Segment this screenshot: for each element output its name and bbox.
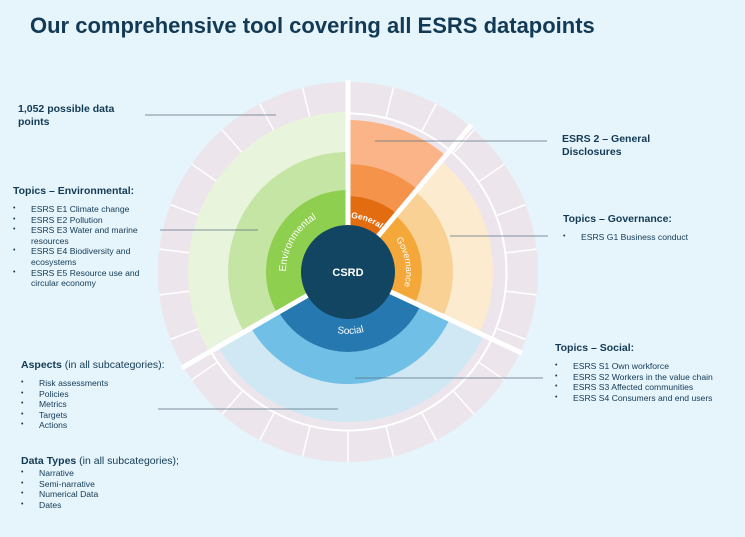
- outer-ring-cell-divider: [504, 290, 537, 296]
- outer-ring-cell-divider: [191, 361, 219, 381]
- datatypes-heading-bold: Data Types: [21, 455, 77, 467]
- social-segment-label: Social: [337, 324, 365, 337]
- outer-ring-cell-divider: [504, 248, 537, 254]
- outer-ring-cell-divider: [301, 87, 311, 119]
- governance-heading: Topics – Governance:: [563, 213, 672, 225]
- outer-ring-cell-divider: [159, 290, 192, 296]
- governance-middle-band: [395, 191, 453, 317]
- outer-ring-cell-divider: [420, 103, 437, 133]
- general-outer-band: [348, 120, 446, 190]
- list-item: ESRS E3 Water and marine resources: [13, 225, 158, 246]
- social-inner-band: [278, 288, 421, 352]
- segment-divider: [371, 123, 474, 243]
- datatypes-section: Data Types (in all subcategories); Narra…: [21, 455, 231, 510]
- general-middle-band: [348, 164, 418, 214]
- general-disclosures-label: ESRS 2 – General Disclosures: [562, 133, 692, 159]
- list-item: ESRS E5 Resource use and circular econom…: [13, 268, 158, 289]
- list-item: ESRS E2 Pollution: [13, 215, 158, 226]
- governance-outer-band: [415, 160, 494, 334]
- list-item: ESRS E4 Biodiversity and ecosystems: [13, 246, 158, 267]
- list-item: Risk assessments: [21, 378, 211, 389]
- datapoints-label: 1,052 possible data points: [18, 103, 148, 129]
- environmental-middle-band: [228, 152, 348, 332]
- list-item: ESRS G1 Business conduct: [563, 232, 733, 243]
- list-item: Narrative: [21, 468, 231, 479]
- environmental-outer-band: [188, 112, 348, 352]
- social-outer-band: [218, 319, 484, 423]
- page-title: Our comprehensive tool covering all ESRS…: [30, 13, 595, 38]
- list-item: Targets: [21, 410, 211, 421]
- segment-divider: [383, 286, 524, 356]
- general-disclosures-text: ESRS 2 – General Disclosures: [562, 133, 651, 158]
- list-item: Numerical Data: [21, 489, 231, 500]
- list-item: ESRS S2 Workers in the value chain: [555, 372, 725, 383]
- datatypes-list: NarrativeSemi-narrativeNumerical DataDat…: [21, 468, 231, 510]
- outer-ring-cell-divider: [170, 203, 201, 217]
- outer-ring-cell-divider: [191, 163, 219, 183]
- list-item: Policies: [21, 389, 211, 400]
- social-topics: Topics – Social: ESRS S1 Own workforceES…: [555, 342, 725, 403]
- governance-topics: Topics – Governance: ESRS G1 Business co…: [563, 213, 733, 243]
- governance-inner-band: [373, 215, 423, 304]
- aspects-heading-bold: Aspects: [21, 359, 62, 371]
- datatypes-heading: Data Types (in all subcategories);: [21, 455, 231, 468]
- list-item: Dates: [21, 500, 231, 511]
- outer-ring-cell-divider: [259, 411, 276, 441]
- social-heading: Topics – Social:: [555, 342, 635, 354]
- aspects-section: Aspects (in all subcategories): Risk ass…: [21, 359, 211, 431]
- environmental-list: ESRS E1 Climate changeESRS E2 PollutionE…: [13, 204, 158, 289]
- outer-ring-cell-divider: [420, 411, 437, 441]
- outer-ring-cell-divider: [495, 203, 526, 217]
- outer-ring-cell-divider: [170, 327, 201, 341]
- list-item: ESRS S3 Affected communities: [555, 382, 725, 393]
- social-middle-band: [251, 305, 450, 384]
- social-segment-text: Social: [337, 324, 365, 337]
- outer-ring-cell-divider: [221, 129, 244, 155]
- list-item: ESRS S4 Consumers and end users: [555, 393, 725, 404]
- datatypes-heading-suffix: (in all subcategories);: [79, 455, 179, 467]
- outer-ring-cell-divider: [385, 425, 395, 457]
- outer-ring-cell-divider: [477, 361, 505, 381]
- csrd-center-label: CSRD: [332, 267, 363, 279]
- environmental-topics: Topics – Environmental: ESRS E1 Climate …: [13, 185, 158, 289]
- outer-ring-cell-divider: [452, 389, 475, 415]
- datapoints-text: 1,052 possible data points: [18, 103, 115, 128]
- segment-divider: [180, 289, 315, 371]
- list-item: ESRS S1 Own workforce: [555, 361, 725, 372]
- outer-ring-cell-divider: [159, 248, 192, 254]
- aspects-heading-suffix: (in all subcategories):: [64, 359, 165, 371]
- outer-ring-cell-divider: [221, 389, 244, 415]
- list-item: Metrics: [21, 399, 211, 410]
- outer-ring-cell-divider: [259, 103, 276, 133]
- outer-ring-cell-divider: [385, 87, 395, 119]
- csrd-center-disc: [301, 225, 395, 319]
- outer-ring-cell-divider: [477, 163, 505, 183]
- governance-list: ESRS G1 Business conduct: [563, 232, 733, 243]
- list-item: ESRS E1 Climate change: [13, 204, 158, 215]
- social-list: ESRS S1 Own workforceESRS S2 Workers in …: [555, 361, 725, 403]
- environmental-heading: Topics – Environmental:: [13, 185, 135, 197]
- outer-ring-cell-divider: [301, 425, 311, 457]
- list-item: Semi-narrative: [21, 479, 231, 490]
- outer-ring-cell-divider: [495, 327, 526, 341]
- aspects-list: Risk assessmentsPoliciesMetricsTargetsAc…: [21, 378, 211, 431]
- aspects-heading: Aspects (in all subcategories):: [21, 359, 211, 372]
- wheel-dividers: [180, 80, 524, 371]
- outer-ring-cell-divider: [452, 129, 475, 155]
- list-item: Actions: [21, 420, 211, 431]
